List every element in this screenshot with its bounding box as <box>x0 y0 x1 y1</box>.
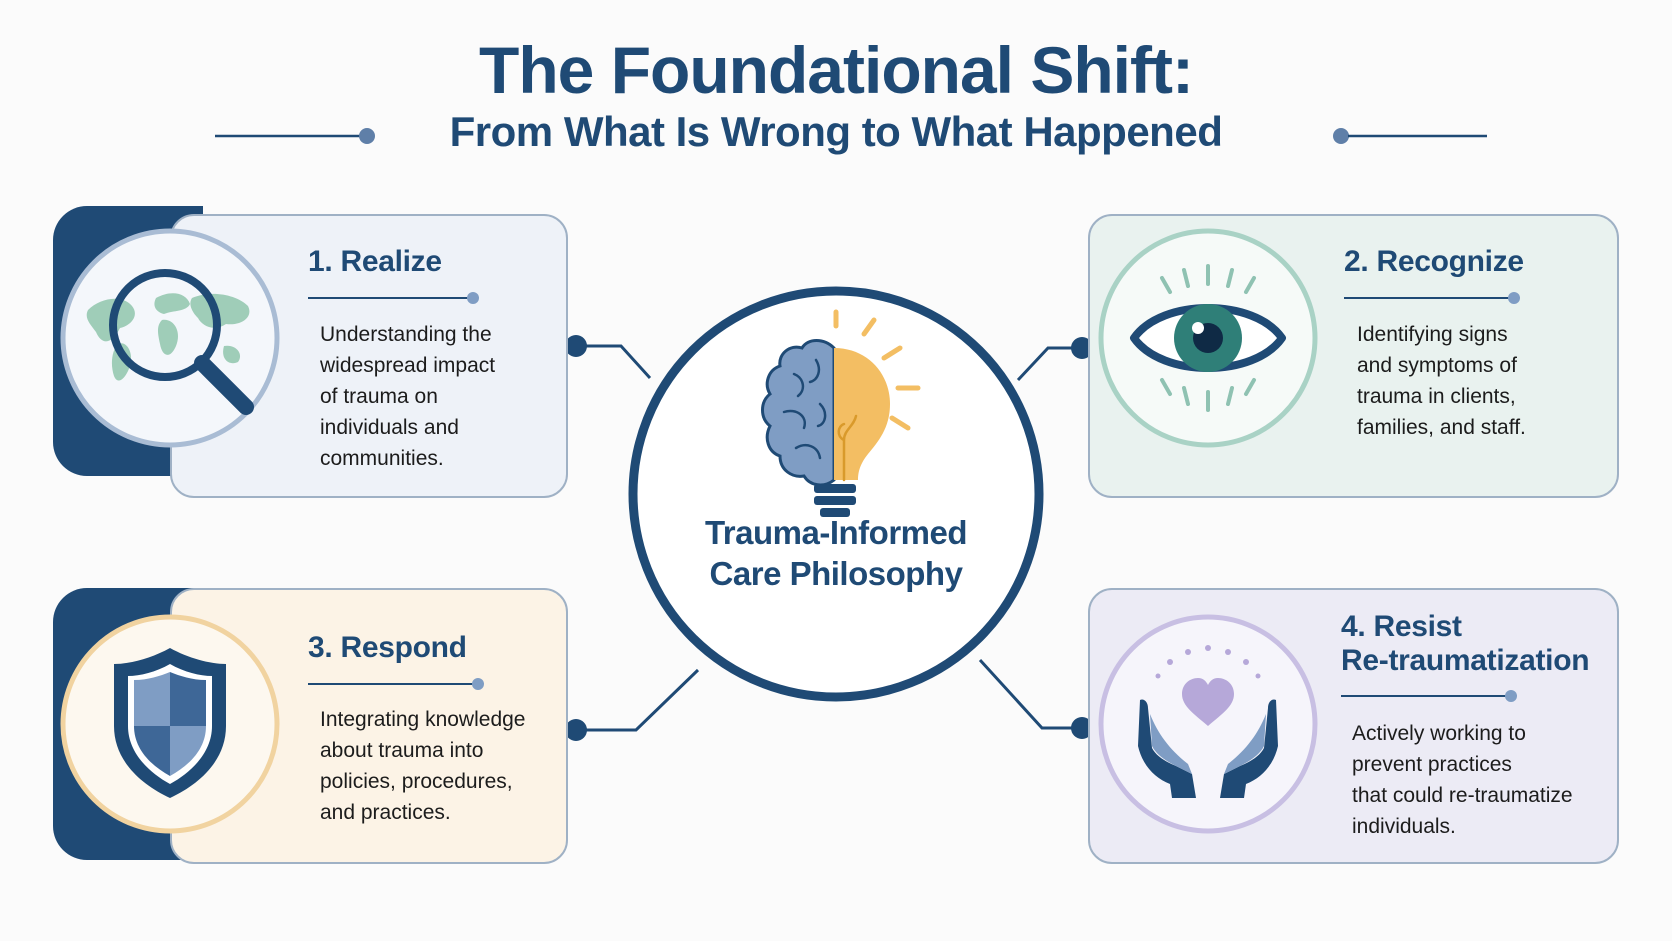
card-realize-title: 1. Realize <box>308 245 442 278</box>
brain-lightbulb-icon <box>734 308 934 538</box>
card-recognize-title: 2. Recognize <box>1344 245 1524 278</box>
page-subtitle: From What Is Wrong to What Happened <box>449 108 1223 155</box>
magnifier-globe-icon <box>60 228 280 448</box>
center-hub: Trauma-Informed Care Philosophy <box>624 282 1048 706</box>
card-respond-divider <box>308 678 484 690</box>
card-respond-text: Integrating knowledge about trauma into … <box>320 708 526 824</box>
hands-heart-icon <box>1098 614 1318 834</box>
connector-realize <box>576 344 652 380</box>
title-decoration-right <box>1333 128 1487 144</box>
connector-resist <box>978 658 1082 730</box>
card-resist-title: 4. Resist Re-traumatization <box>1341 610 1590 677</box>
connector-dot-realize <box>565 335 587 357</box>
card-resist-text: Actively working to prevent practices th… <box>1352 722 1573 838</box>
connector-dot-resist <box>1071 717 1093 739</box>
card-resist-divider <box>1341 690 1517 702</box>
center-label: Trauma-Informed Care Philosophy <box>704 514 968 592</box>
connector-recognize <box>1016 346 1082 382</box>
shield-icon <box>60 614 280 834</box>
card-realize-text: Understanding the widespread impact of t… <box>320 323 496 470</box>
card-recognize-divider <box>1344 292 1520 304</box>
connector-dot-recognize <box>1071 337 1093 359</box>
card-realize-divider <box>308 292 479 304</box>
card-respond-title: 3. Respond <box>308 631 467 664</box>
connector-dot-respond <box>565 719 587 741</box>
eye-icon <box>1098 228 1318 448</box>
card-recognize-text: Identifying signs and symptoms of trauma… <box>1357 323 1526 439</box>
title-decoration-left <box>215 128 375 144</box>
center-circle <box>628 286 1044 702</box>
connector-respond <box>576 668 700 732</box>
page-title: The Foundational Shift: <box>479 33 1194 107</box>
